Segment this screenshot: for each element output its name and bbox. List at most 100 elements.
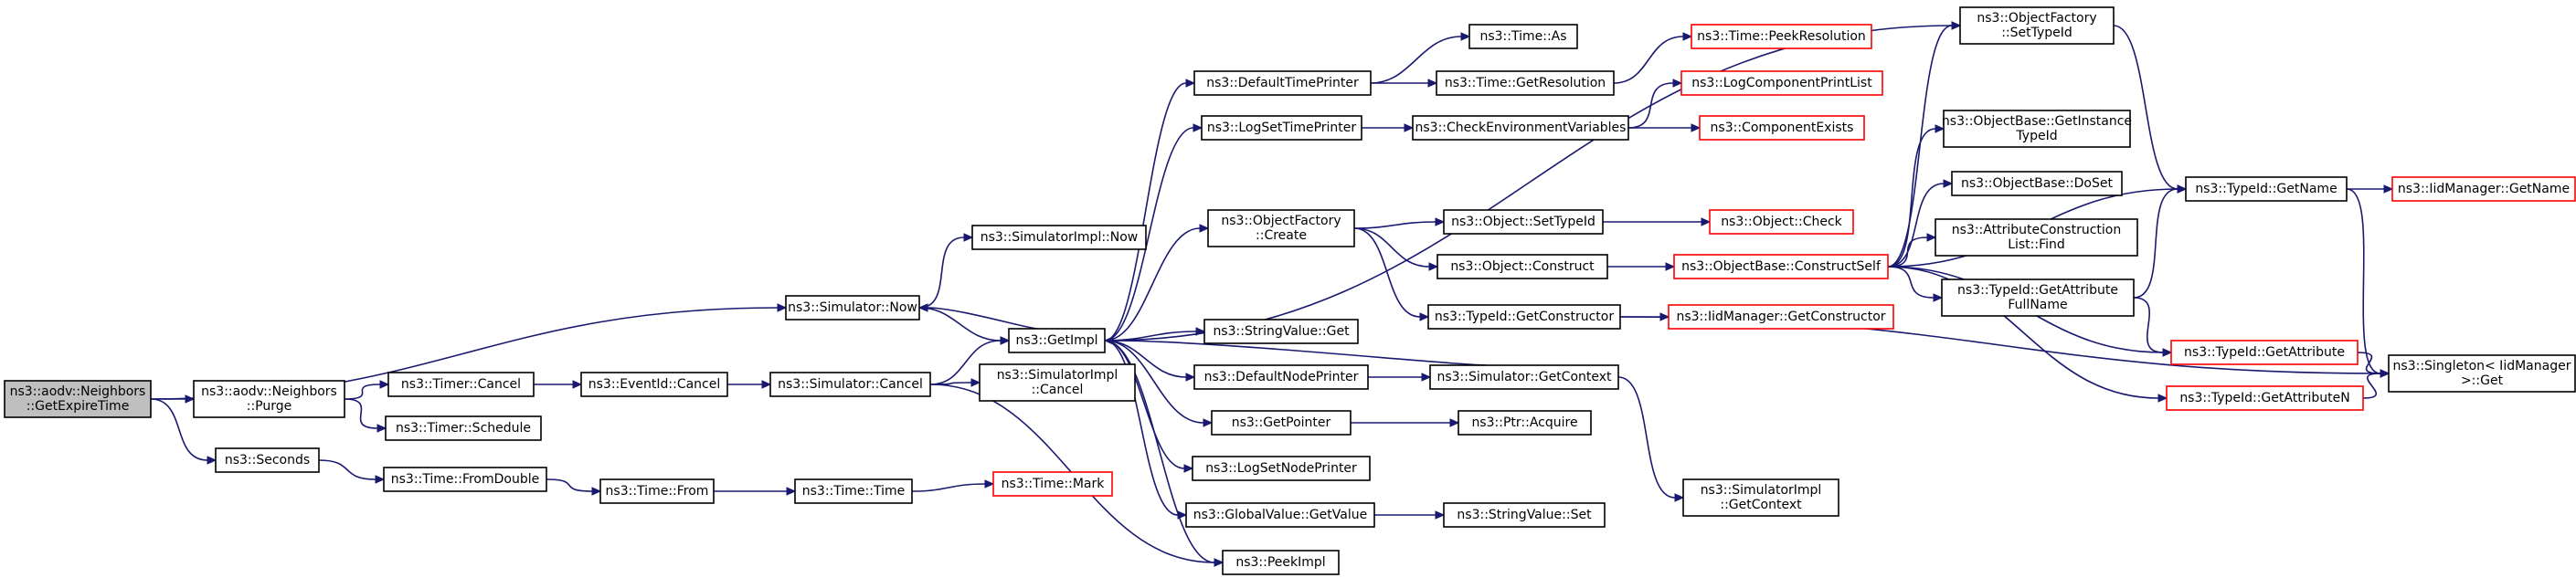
call-edge — [1104, 340, 1179, 516]
node-ns3-stringvalue-get[interactable]: ns3::StringValue::Get — [1203, 319, 1359, 344]
node-label: ns3::GetImpl — [1015, 333, 1097, 348]
node-ns3-typeid-getattributen[interactable]: ns3::TypeId::GetAttributeN — [2166, 385, 2364, 411]
node-ns3-getimpl[interactable]: ns3::GetImpl — [1008, 328, 1106, 353]
node-ns3-getpointer[interactable]: ns3::GetPointer — [1211, 410, 1352, 436]
node-ns3-aodv-neighbors-purge[interactable]: ns3::aodv::Neighbors::Purge — [193, 380, 345, 418]
node-ns3-objectbase-doset[interactable]: ns3::ObjectBase::DoSet — [1951, 171, 2123, 196]
node-box — [794, 478, 913, 504]
node-label: ns3::LogSetNodePrinter — [1205, 461, 1357, 476]
node-box — [1458, 410, 1592, 436]
node-ns3-object-check[interactable]: ns3::Object::Check — [1709, 209, 1854, 235]
node-ns3-time-time[interactable]: ns3::Time::Time — [794, 478, 913, 504]
arrowhead-icon — [572, 380, 583, 389]
call-edge — [911, 483, 986, 492]
node-ns3-iidmanager-getconstructor[interactable]: ns3::IidManager::GetConstructor — [1668, 304, 1894, 330]
node-ns3-time-getresolution[interactable]: ns3::Time::GetResolution — [1436, 70, 1615, 96]
node-ns3-iidmanager-getname[interactable]: ns3::IidManager::GetName — [2391, 176, 2576, 202]
node-ns3-checkenvironmentvariables[interactable]: ns3::CheckEnvironmentVariables — [1412, 115, 1629, 141]
node-ns3-objectfactory-create[interactable]: ns3::ObjectFactory::Create — [1207, 209, 1355, 247]
node-ns3-simulator-cancel[interactable]: ns3::Simulator::Cancel — [769, 372, 931, 397]
node-ns3-typeid-getname[interactable]: ns3::TypeId::GetName — [2185, 176, 2348, 202]
node-ns3-object-construct[interactable]: ns3::Object::Construct — [1436, 254, 1608, 279]
node-ns3-time-as[interactable]: ns3::Time::As — [1468, 24, 1578, 49]
node-ns3-simulator-now[interactable]: ns3::Simulator::Now — [785, 295, 920, 321]
node-label: ns3::ObjectBase::DoSet — [1961, 176, 2113, 191]
node-ns3-simulatorimpl-getcontext[interactable]: ns3::SimulatorImpl::GetContext — [1682, 478, 1839, 517]
node-box — [1935, 218, 2138, 257]
node-ns3-objectbase-constructself[interactable]: ns3::ObjectBase::ConstructSelf — [1673, 254, 1889, 279]
node-box — [2185, 176, 2348, 202]
call-edge — [1353, 227, 1430, 268]
call-edge — [2133, 188, 2178, 299]
node-ns3-stringvalue-set[interactable]: ns3::StringValue::Set — [1443, 502, 1606, 528]
node-label: ns3::GetPointer — [1232, 415, 1331, 430]
arrowhead-icon — [379, 380, 390, 389]
arrowhead-icon — [1214, 558, 1224, 567]
node-ns3-eventid-cancel[interactable]: ns3::EventId::Cancel — [580, 372, 728, 397]
arrowhead-icon — [1000, 336, 1011, 345]
arrowhead-icon — [786, 487, 797, 496]
arrowhead-icon — [1951, 21, 1962, 30]
node-ns3-logsetnodeprinter[interactable]: ns3::LogSetNodePrinter — [1192, 456, 1371, 481]
node-ns3-typeid-getconstructor[interactable]: ns3::TypeId::GetConstructor — [1427, 304, 1621, 330]
node-box — [599, 478, 715, 504]
node-ns3-time-mark[interactable]: ns3::Time::Mark — [992, 471, 1113, 497]
node-label: ns3::aodv::Neighbors — [201, 384, 337, 399]
node-ns3-peekimpl[interactable]: ns3::PeekImpl — [1222, 550, 1340, 575]
node-box — [1468, 24, 1578, 49]
node-ns3-typeid-getattribute[interactable]: ns3::TypeId::GetAttribute — [2170, 340, 2359, 365]
node-ns3-simulator-getcontext[interactable]: ns3::Simulator::GetContext — [1429, 364, 1619, 390]
node-box — [1959, 6, 2115, 45]
call-edge — [2346, 188, 2381, 374]
arrowhead-icon — [1926, 233, 1937, 242]
node-box — [2170, 340, 2359, 365]
arrowhead-icon — [1199, 224, 1210, 233]
arrowhead-icon — [1103, 336, 1114, 345]
arrowhead-icon — [2383, 184, 2394, 194]
node-ns3-object-settypeid[interactable]: ns3::Object::SetTypeId — [1443, 209, 1604, 235]
call-edge — [929, 340, 1002, 385]
arrowhead-icon — [1449, 418, 1460, 427]
arrowhead-icon — [1665, 262, 1676, 271]
node-ns3-singleton-iidmanager-get[interactable]: ns3::Singleton< IidManager>::Get — [2388, 354, 2576, 393]
call-edge — [927, 307, 1038, 330]
node-ns3-time-from[interactable]: ns3::Time::From — [599, 478, 715, 504]
node-box — [1941, 278, 2135, 317]
call-edge — [1370, 36, 1462, 84]
arrowhead-icon — [1203, 418, 1214, 427]
node-ns3-defaultnodeprinter[interactable]: ns3::DefaultNodePrinter — [1193, 364, 1369, 390]
node-ns3-timer-schedule[interactable]: ns3::Timer::Schedule — [385, 415, 542, 441]
node-ns3-globalvalue-getvalue[interactable]: ns3::GlobalValue::GetValue — [1185, 502, 1375, 528]
node-label: ns3::TypeId::GetName — [2195, 182, 2337, 196]
node-ns3-simulatorimpl-cancel[interactable]: ns3::SimulatorImpl::Cancel — [979, 363, 1136, 402]
node-ns3-defaulttimeprinter[interactable]: ns3::DefaultTimePrinter — [1193, 70, 1372, 96]
node-ns3-ptr-acquire[interactable]: ns3::Ptr::Acquire — [1458, 410, 1592, 436]
node-ns3-logcomponentprintlist[interactable]: ns3::LogComponentPrintList — [1680, 70, 1883, 96]
node-ns3-time-fromdouble[interactable]: ns3::Time::FromDouble — [383, 467, 547, 492]
node-ns3-time-peekresolution[interactable]: ns3::Time::PeekResolution — [1691, 24, 1872, 49]
node-label: ns3::aodv::Neighbors — [10, 384, 146, 399]
arrowhead-icon — [917, 303, 928, 312]
node-ns3-objectfactory-settypeid[interactable]: ns3::ObjectFactory::SetTypeId — [1959, 6, 2115, 45]
node-label: ::GetExpireTime — [27, 399, 130, 414]
call-edge — [2113, 25, 2178, 190]
call-nodes: ns3::aodv::Neighbors::GetExpireTimens3::… — [4, 6, 2576, 575]
node-box — [1673, 254, 1889, 279]
node-label: ns3::Timer::Cancel — [401, 377, 521, 392]
node-ns3-simulatorimpl-now[interactable]: ns3::SimulatorImpl::Now — [971, 225, 1147, 250]
arrowhead-icon — [1421, 373, 1432, 382]
node-ns3-logsettimeprinter[interactable]: ns3::LogSetTimePrinter — [1201, 115, 1362, 141]
arrowhead-icon — [1682, 32, 1693, 41]
node-ns3-timer-cancel[interactable]: ns3::Timer::Cancel — [387, 372, 535, 397]
arrowhead-icon — [1935, 124, 1945, 133]
node-ns3-aodv-neighbors-getexpiretime[interactable]: ns3::aodv::Neighbors::GetExpireTime — [4, 380, 152, 418]
call-edge — [1353, 221, 1436, 229]
node-ns3-seconds[interactable]: ns3::Seconds — [215, 447, 320, 473]
arrowhead-icon — [1435, 217, 1446, 226]
node-ns3-componentexists[interactable]: ns3::ComponentExists — [1699, 115, 1865, 141]
node-box — [1429, 364, 1619, 390]
